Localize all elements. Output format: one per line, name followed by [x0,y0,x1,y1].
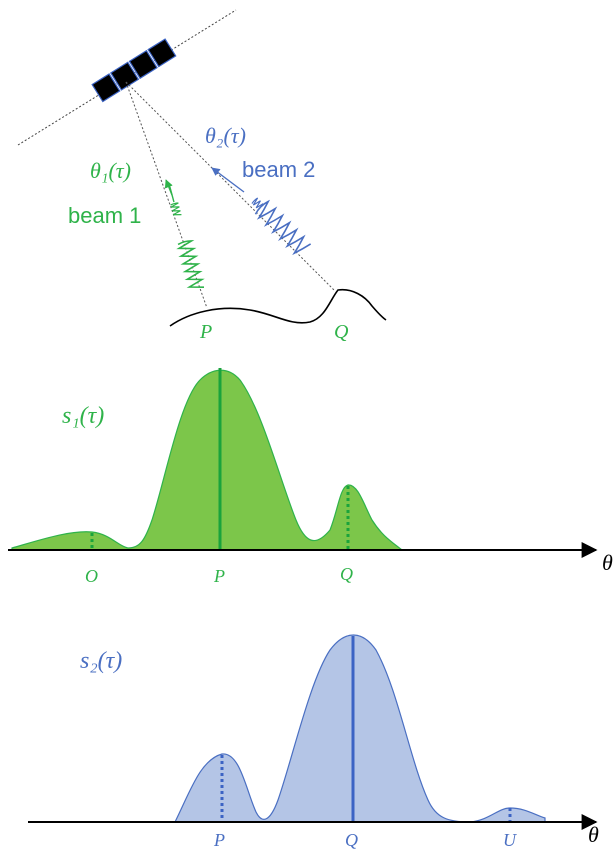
signal1-label: s₁(τ) [62,403,104,429]
signal2-area [174,634,546,823]
beam2-line [125,81,335,291]
theta2-label: θ₂(τ) [205,123,246,148]
signal2-tick-u: U [503,830,517,850]
beam2-arrow [211,167,245,193]
ground-point-q-label: Q [334,321,349,343]
signal2-axis-label: θ [588,822,599,847]
signal2-plot: s₂(τ) θ P Q U [28,634,599,850]
signal2-tick-p: P [213,830,225,850]
signal1-axis-label: θ [602,550,613,575]
satellite-array-icon [91,38,177,103]
signal2-tick-q: Q [345,830,358,850]
signal1-tick-q: Q [340,564,353,584]
theta1-label: θ₁(τ) [90,158,131,183]
ground-point-p-label: P [199,321,212,343]
beam1-label: beam 1 [68,203,141,228]
signal1-plot: s₁(τ) θ O P Q [8,368,613,586]
beam1-line [125,81,208,309]
beam1-arrow [164,179,173,196]
signal1-tick-p: P [213,566,225,586]
signal1-tick-o: O [85,566,98,586]
beam2-label: beam 2 [242,157,315,182]
signal1-area [11,369,404,551]
signal2-label: s₂(τ) [80,648,122,674]
wave-packet-icon [168,184,205,289]
terrain-line [169,288,387,327]
wave-packet-icon [251,197,312,256]
satellite-scene: θ₂(τ) beam 2 θ₁(τ) beam 1 P Q [17,9,387,343]
